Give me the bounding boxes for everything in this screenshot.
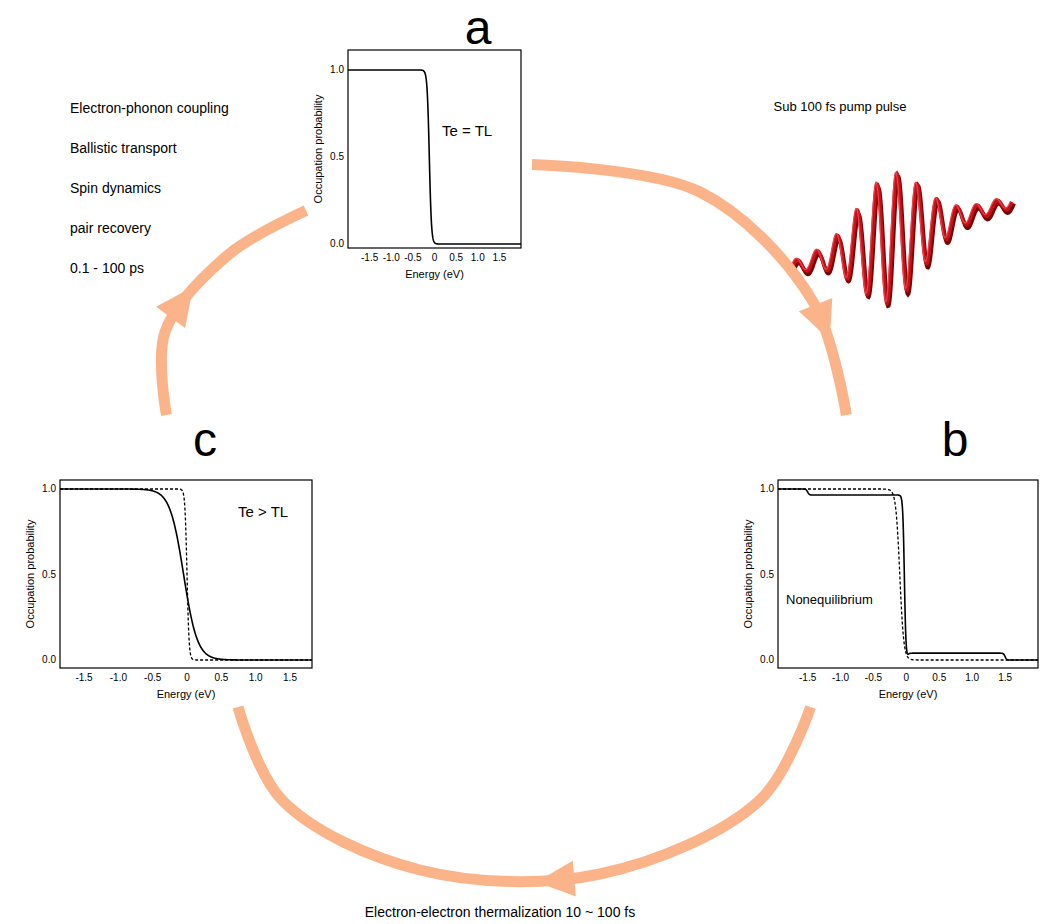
tick-label: 1.0 <box>330 64 344 76</box>
tick-label: 0 <box>904 672 910 684</box>
panel-letter: a <box>465 0 492 55</box>
tick-label: 0.5 <box>932 672 946 684</box>
tick-label: -1.0 <box>832 672 849 684</box>
arrow-head <box>799 298 847 347</box>
plot-panel: cOccupation probabilityEnergy (eV) Te > T… <box>20 415 318 707</box>
cycle-connector <box>238 707 811 882</box>
tick-label: 0.5 <box>760 569 774 581</box>
plot-frame <box>60 480 312 668</box>
tick-label: 0.5 <box>449 252 463 264</box>
cycle-arrows <box>156 164 846 899</box>
axis-title: Occupation probability <box>312 95 325 204</box>
tick-label: 1.0 <box>965 672 979 684</box>
tick-label: -0.5 <box>865 672 882 684</box>
tick-label: -0.5 <box>404 252 421 264</box>
panel-letter: b <box>942 412 969 467</box>
distribution-curve <box>778 489 1038 660</box>
panel-annotation: Nonequilibrium <box>786 593 873 608</box>
plot-frame <box>348 50 521 248</box>
pulse-highlight <box>791 172 1011 301</box>
tick-label: 0 <box>432 252 438 264</box>
axis-title: Energy (eV) <box>879 688 938 701</box>
process-note: Ballistic transport <box>70 140 177 156</box>
tick-label: 0.5 <box>330 151 344 163</box>
process-note: Electron-phonon coupling <box>70 100 229 116</box>
process-note: 0.1 - 100 ps <box>70 260 144 276</box>
plot-area <box>20 415 318 707</box>
tick-label: 1.5 <box>283 672 297 684</box>
process-note: Spin dynamics <box>70 180 161 196</box>
axis-title: Occupation probability <box>742 520 755 629</box>
plot-panel: bOccupation probabilityEnergy (eV) Nonequ… <box>738 415 1042 707</box>
panel-annotation: Te > TL <box>238 503 288 520</box>
plot-frame <box>778 480 1038 668</box>
panel-annotation: Te = TL <box>442 122 492 139</box>
tick-label: 0.0 <box>330 238 344 250</box>
tick-label: 0.0 <box>42 654 56 666</box>
tick-label: 1.0 <box>249 672 263 684</box>
tick-label: -1.5 <box>799 672 816 684</box>
reference-curve <box>60 489 312 660</box>
cycle-connector <box>532 164 846 415</box>
pulse-wave <box>792 174 1012 303</box>
arrow-head <box>535 861 576 900</box>
tick-label: -0.5 <box>144 672 161 684</box>
tick-label: 0.5 <box>42 569 56 581</box>
tick-label: -1.5 <box>75 672 92 684</box>
axis-title: Occupation probability <box>24 520 37 629</box>
tick-label: 1.0 <box>42 483 56 495</box>
tick-label: 1.0 <box>760 483 774 495</box>
edge-label: Electron-electron thermalization 10 ~ 10… <box>362 904 638 920</box>
plot-panel: aOccupation probabilityEnergy (eV) Te = T… <box>306 2 532 290</box>
distribution-curve <box>348 70 521 244</box>
tick-label: -1.5 <box>361 252 378 264</box>
arrow-head <box>156 276 207 328</box>
process-note: pair recovery <box>70 220 151 236</box>
cycle-arrow <box>238 707 811 900</box>
tick-label: -1.0 <box>110 672 127 684</box>
tick-label: 0.5 <box>214 672 228 684</box>
tick-label: 0.0 <box>760 654 774 666</box>
axis-title: Energy (eV) <box>157 688 216 701</box>
pulse-label: Sub 100 fs pump pulse <box>774 100 907 115</box>
plot-area <box>738 415 1042 707</box>
tick-label: 1.0 <box>471 252 485 264</box>
cycle-arrow <box>156 210 306 415</box>
distribution-curve <box>60 489 312 660</box>
reference-curve <box>778 489 1038 660</box>
tick-label: 1.5 <box>492 252 506 264</box>
cycle-arrow <box>532 164 846 415</box>
tick-label: 1.5 <box>998 672 1012 684</box>
axis-title: Energy (eV) <box>405 268 464 281</box>
tick-label: 0 <box>184 672 190 684</box>
panel-letter: c <box>193 412 217 467</box>
tick-label: -1.0 <box>383 252 400 264</box>
pump-pulse <box>791 172 1015 306</box>
